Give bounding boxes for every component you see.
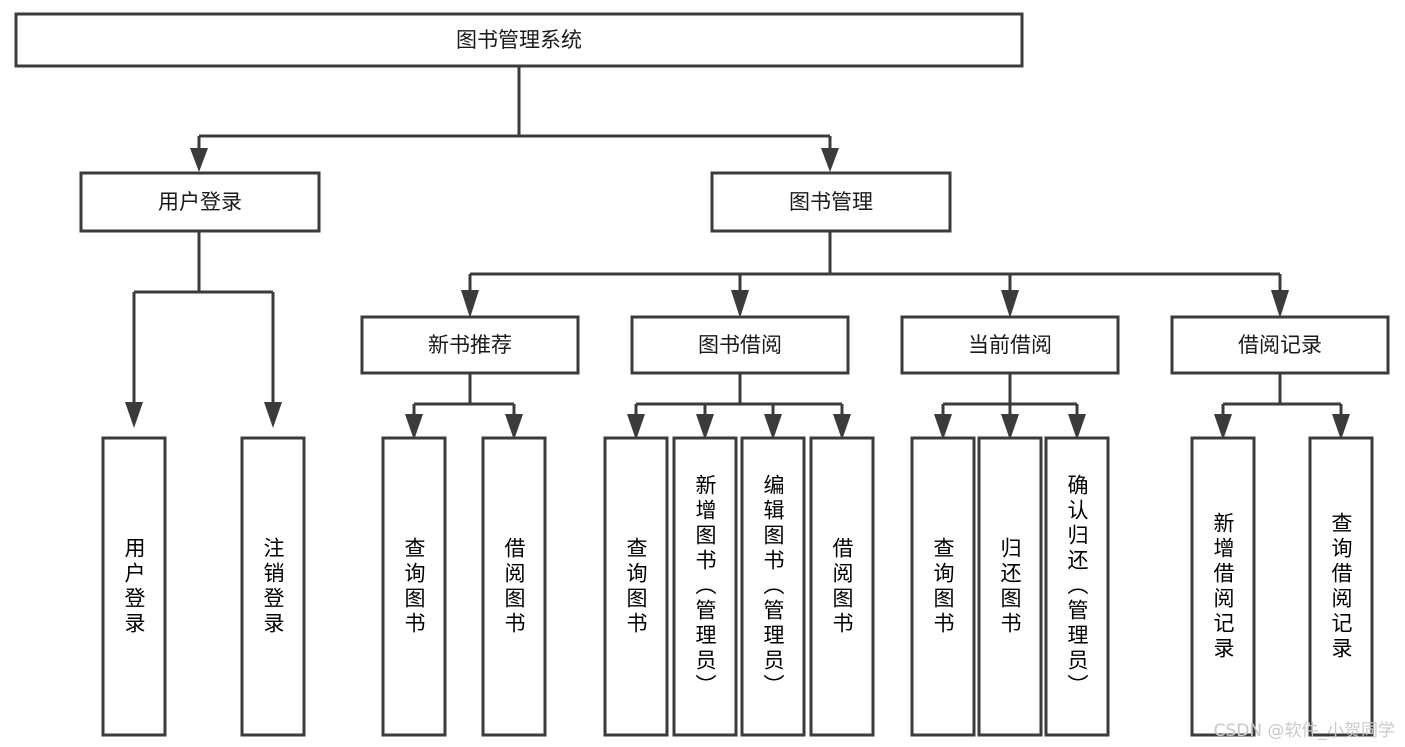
leaf-boxes-layer: [101, 436, 1374, 737]
arrow-head-leaf9: [934, 414, 952, 440]
node-leaf2-box[interactable]: [240, 436, 306, 737]
node-bookmgmt-label: 图书管理: [789, 190, 873, 214]
node-current-box[interactable]: [900, 315, 1120, 375]
node-current[interactable]: 当前借阅: [900, 315, 1120, 375]
node-bookmgmt-box[interactable]: [710, 171, 952, 233]
arrow-head-current: [1001, 290, 1019, 318]
arrow-head-leaf10: [1001, 414, 1019, 440]
node-leaf9-box[interactable]: [910, 436, 976, 737]
arrow-head-leaf6: [696, 414, 714, 440]
node-leaf8-box[interactable]: [809, 436, 875, 737]
arrow-head-leaf11: [1068, 414, 1086, 440]
csdn-watermark: CSDN @软件_小贺同学: [1213, 721, 1395, 741]
arrow-head-leaf3: [405, 414, 423, 440]
arrow-head-leaf2: [264, 402, 282, 428]
node-leaf13-box[interactable]: [1308, 436, 1374, 737]
arrow-head-bookmgmt: [821, 148, 839, 172]
node-leaf6-box[interactable]: [672, 436, 738, 737]
arrow-head-leaf12: [1214, 414, 1232, 440]
node-borrow-box[interactable]: [630, 315, 850, 375]
node-leaf4-box[interactable]: [481, 436, 547, 737]
arrow-head-login: [190, 148, 208, 172]
arrow-head-leaf1: [125, 402, 143, 428]
node-current-label: 当前借阅: [968, 333, 1052, 357]
node-leaf7-box[interactable]: [740, 436, 806, 737]
node-records[interactable]: 借阅记录: [1170, 315, 1390, 375]
node-bookmgmt[interactable]: 图书管理: [710, 171, 952, 233]
arrow-head-records: [1271, 290, 1289, 318]
arrow-head-leaf8: [833, 414, 851, 440]
node-records-label: 借阅记录: [1238, 333, 1322, 357]
node-leaf1-box[interactable]: [101, 436, 167, 737]
node-newbook-box[interactable]: [360, 315, 580, 375]
node-login-label: 用户登录: [158, 190, 242, 214]
node-login[interactable]: 用户登录: [79, 171, 321, 233]
node-root-label: 图书管理系统: [456, 28, 582, 52]
node-leaf12-box[interactable]: [1190, 436, 1256, 737]
node-borrow-label: 图书借阅: [698, 333, 782, 357]
node-root[interactable]: 图书管理系统: [14, 12, 1024, 68]
node-leaf5-box[interactable]: [603, 436, 669, 737]
arrow-head-newbook: [461, 290, 479, 318]
node-leaf10-box[interactable]: [977, 436, 1043, 737]
arrow-head-borrow: [731, 290, 749, 318]
node-root-box[interactable]: [14, 12, 1024, 68]
node-login-box[interactable]: [79, 171, 321, 233]
arrow-head-leaf4: [505, 414, 523, 440]
node-records-box[interactable]: [1170, 315, 1390, 375]
arrow-head-leaf13: [1332, 414, 1350, 440]
node-borrow[interactable]: 图书借阅: [630, 315, 850, 375]
arrow-head-leaf7: [764, 414, 782, 440]
node-newbook-label: 新书推荐: [428, 333, 512, 357]
arrow-head-leaf5: [627, 414, 645, 440]
node-leaf11-box[interactable]: [1044, 436, 1110, 737]
node-newbook[interactable]: 新书推荐: [360, 315, 580, 375]
node-leaf3-box[interactable]: [381, 436, 447, 737]
connectors-layer: [125, 66, 1350, 440]
